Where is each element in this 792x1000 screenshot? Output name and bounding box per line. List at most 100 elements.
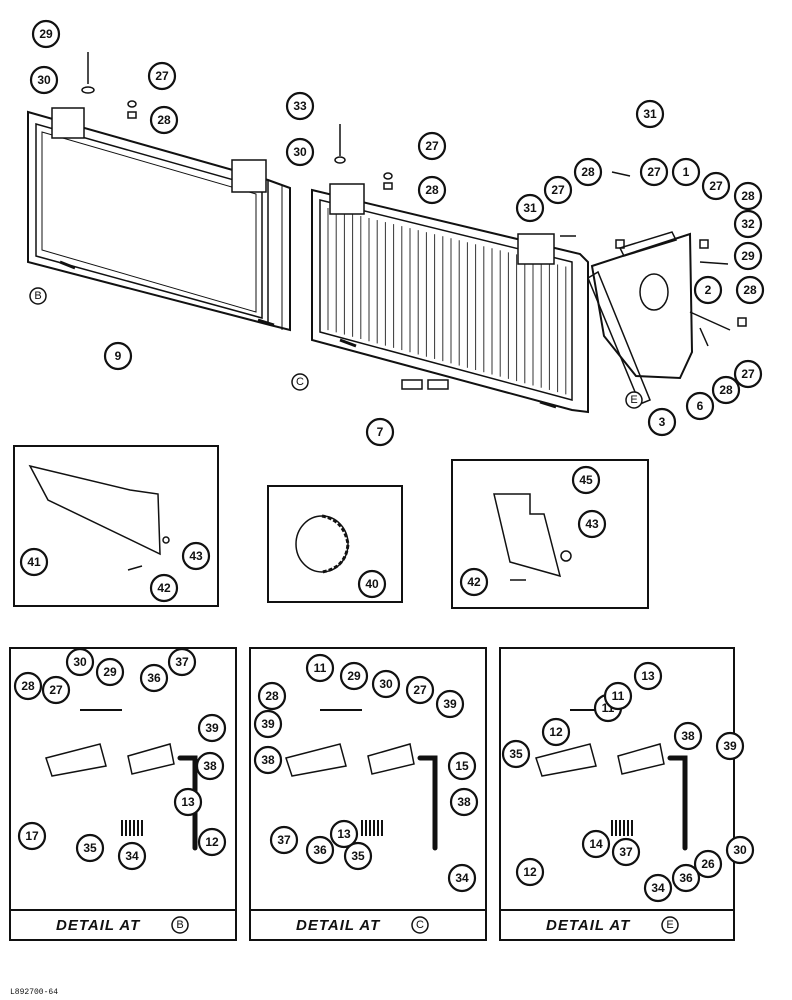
- part-callout: 38: [673, 721, 703, 751]
- callout-number: 39: [261, 717, 275, 731]
- callout-number: 34: [651, 881, 665, 895]
- part-callout: 9: [103, 341, 133, 371]
- part-callout: 11: [305, 653, 335, 683]
- part-callout: 31: [515, 193, 545, 223]
- callout-number: 36: [313, 843, 327, 857]
- callout-number: 30: [293, 145, 307, 159]
- part-callout: 1: [671, 157, 701, 187]
- callout-number: 27: [709, 179, 723, 193]
- callout-number: 26: [701, 857, 715, 871]
- part-callout: 27: [405, 675, 435, 705]
- top-assembly: [27, 52, 747, 414]
- part-callout: 41: [19, 547, 49, 577]
- callout-number: 15: [455, 759, 469, 773]
- callout-number: 35: [509, 747, 523, 761]
- part-callout: 28: [257, 681, 287, 711]
- callout-number: 27: [49, 683, 63, 697]
- part-callout: 37: [269, 825, 299, 855]
- detail-ref: C: [416, 919, 424, 931]
- callout-number: 39: [443, 697, 457, 711]
- callout-number: 45: [579, 473, 593, 487]
- part-callout: 27: [543, 175, 573, 205]
- part-callout: 26: [693, 849, 723, 879]
- callout-number: 29: [347, 669, 361, 683]
- part-callout: 27: [41, 675, 71, 705]
- callout-number: 30: [379, 677, 393, 691]
- callout-number: 36: [679, 871, 693, 885]
- callout-number: 38: [203, 759, 217, 773]
- screen-panel: [27, 107, 291, 332]
- callout-number: 1: [683, 165, 690, 179]
- radiator-core: [311, 183, 589, 414]
- callout-number: 34: [455, 871, 469, 885]
- callout-number: 13: [337, 827, 351, 841]
- part-callout: 38: [449, 787, 479, 817]
- callout-number: 27: [741, 367, 755, 381]
- reference-marker: E: [625, 391, 643, 409]
- detail-caption: DETAIL AT: [56, 917, 141, 934]
- part-callout: 43: [181, 541, 211, 571]
- callout-number: 2: [705, 283, 712, 297]
- part-callout: 12: [197, 827, 227, 857]
- part-callout: 39: [715, 731, 745, 761]
- part-callout: 39: [435, 689, 465, 719]
- part-callout: 27: [639, 157, 669, 187]
- part-callout: 30: [725, 835, 755, 865]
- callout-number: E: [630, 394, 637, 406]
- callout-number: 27: [425, 139, 439, 153]
- part-callout: 45: [571, 465, 601, 495]
- part-callout: 13: [633, 661, 663, 691]
- part-callout: 42: [459, 567, 489, 597]
- callout-number: 27: [647, 165, 661, 179]
- callout-number: 7: [377, 425, 384, 439]
- part-callout: 34: [117, 841, 147, 871]
- callout-number: 37: [175, 655, 189, 669]
- callout-number: 38: [457, 795, 471, 809]
- callout-number: 37: [619, 845, 633, 859]
- part-callout: 17: [17, 821, 47, 851]
- part-callout: 42: [149, 573, 179, 603]
- part-callout: 3: [647, 407, 677, 437]
- callout-number: 11: [314, 661, 327, 675]
- part-callout: 12: [541, 717, 571, 747]
- callout-number: 40: [365, 577, 379, 591]
- part-callout: 29: [95, 657, 125, 687]
- part-callout: 35: [75, 833, 105, 863]
- callout-number: 12: [205, 835, 219, 849]
- part-callout: 34: [643, 873, 673, 903]
- reference-marker: B: [29, 287, 47, 305]
- part-callout: 28: [13, 671, 43, 701]
- callout-number: 29: [741, 249, 755, 263]
- part-callout: 38: [195, 751, 225, 781]
- part-callout: 11: [603, 681, 633, 711]
- part-callout: 27: [147, 61, 177, 91]
- inset-plate-41: [13, 445, 219, 607]
- inset-plate-45: [451, 459, 649, 609]
- callout-number: 38: [261, 753, 275, 767]
- part-callout: 30: [29, 65, 59, 95]
- part-callout: 29: [31, 19, 61, 49]
- callout-number: 13: [181, 795, 195, 809]
- detail-caption: DETAIL AT: [546, 917, 631, 934]
- callout-number: 42: [157, 581, 171, 595]
- callout-number: 14: [589, 837, 603, 851]
- part-callout: 36: [139, 663, 169, 693]
- part-callout: 13: [173, 787, 203, 817]
- part-callout: 28: [573, 157, 603, 187]
- part-callout: 33: [285, 91, 315, 121]
- callout-number: 43: [585, 517, 599, 531]
- callout-number: 12: [523, 865, 537, 879]
- callout-number: 3: [659, 415, 666, 429]
- part-callout: 27: [733, 359, 763, 389]
- callout-number: 9: [115, 349, 122, 363]
- callout-number: 38: [681, 729, 695, 743]
- part-callout: 29: [733, 241, 763, 271]
- part-callout: 39: [253, 709, 283, 739]
- callout-number: 36: [147, 671, 161, 685]
- callout-number: 28: [157, 113, 171, 127]
- inset-cap-40: [267, 485, 403, 603]
- part-callout: 39: [197, 713, 227, 743]
